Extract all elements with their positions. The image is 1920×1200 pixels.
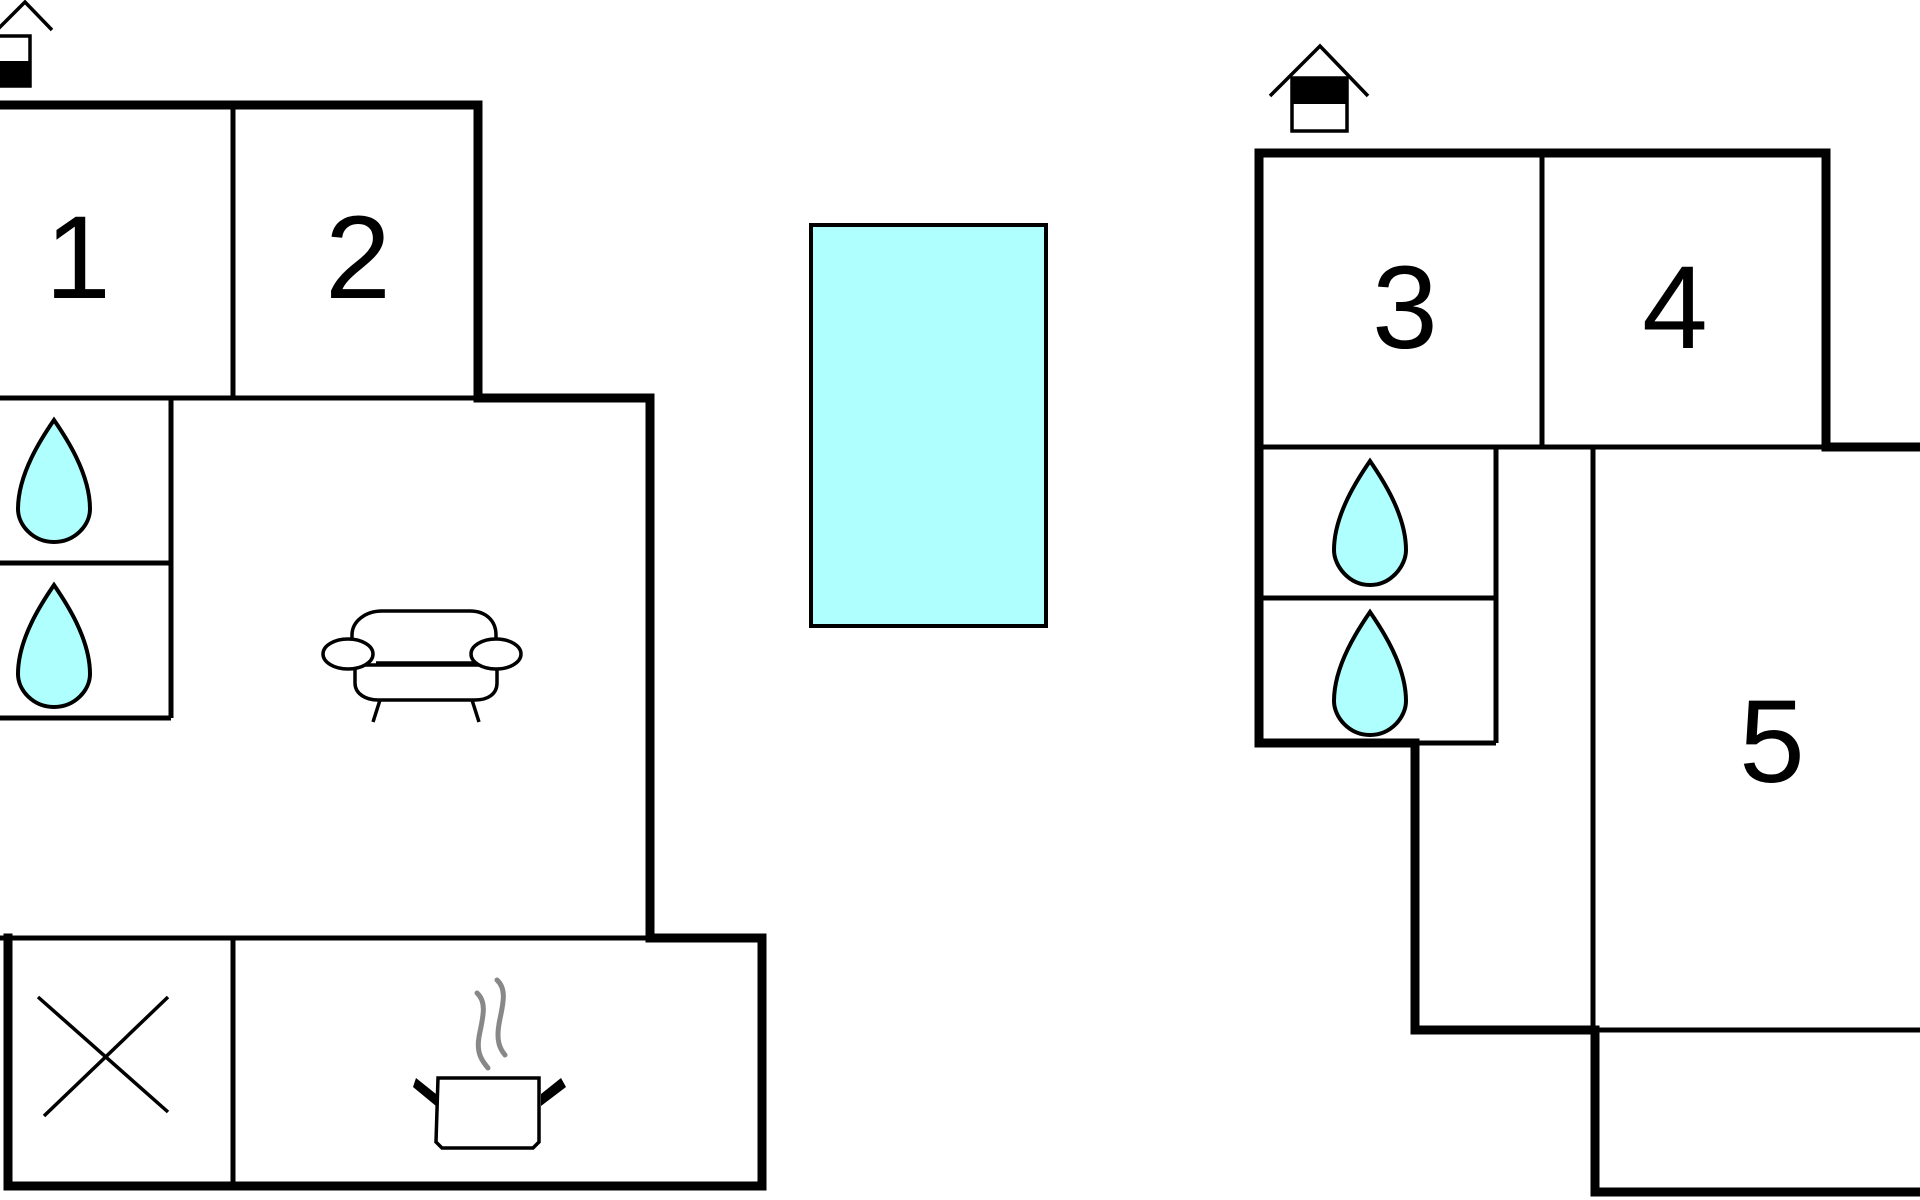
water-drop-icon [15,416,93,545]
room-5-label: 5 [1739,676,1805,808]
swimming-pool-icon [809,223,1048,628]
cross-mark-icon [36,995,170,1118]
right-inner-walls [1263,157,1920,1033]
water-drop-icon [15,581,93,710]
room-4-label: 4 [1642,242,1708,374]
water-drop-icon [1331,608,1409,738]
right-building: 3 4 5 [1254,43,1920,1197]
right-outer-walls [1254,148,1920,1197]
room-1-label: 1 [45,192,111,324]
water-drop-icon [1331,457,1409,588]
house-entrance-icon [1268,43,1370,133]
sofa-icon [321,609,523,723]
room-3-label: 3 [1372,242,1438,374]
house-entrance-icon [0,0,54,88]
left-building: 1 2 [0,0,767,1191]
cooking-pot-icon [413,977,566,1150]
left-inner-walls [0,109,650,1186]
room-2-label: 2 [325,192,391,324]
